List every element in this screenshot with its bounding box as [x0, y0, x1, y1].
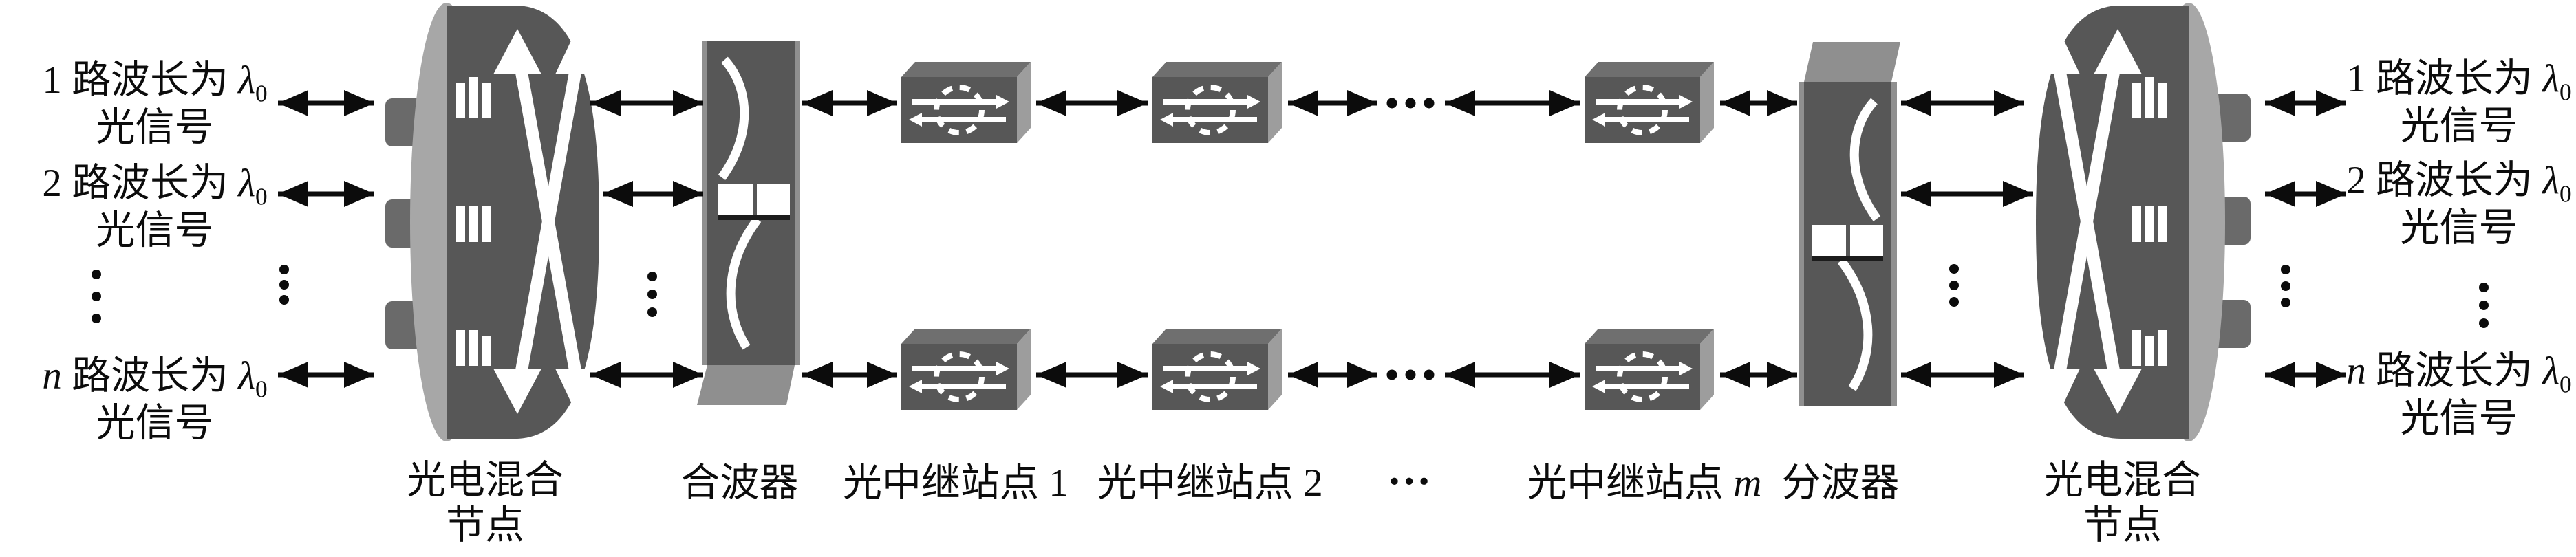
relay-station-m-bottom: [1585, 329, 1714, 410]
mux-device: [697, 41, 800, 405]
square-wave-bars-icons-right: [2132, 77, 2167, 366]
hybrid-node-left: [385, 3, 599, 441]
wave-splitter-curves-icon: [1812, 98, 1883, 391]
caption-demux: 分波器: [1781, 461, 1900, 505]
wave-combiner-curves-icon: [718, 56, 790, 350]
ellipsis-dots-chain: [1386, 98, 1435, 380]
relay-station-2-bottom: [1152, 329, 1282, 410]
hybrid-node-right: [2036, 3, 2251, 441]
channel-label-left-2: 2 路波长为 λ0 光信号: [42, 162, 268, 252]
caption-relay-m: 光中继站点 m: [1527, 461, 1762, 505]
square-wave-bars-icons-left: [456, 77, 491, 366]
relay-station-1-bottom: [901, 329, 1031, 410]
crossbar-switch-x-icon: [2037, 29, 2142, 414]
link-arrows: [278, 90, 2346, 388]
ellipsis-dots-vertical: [92, 264, 2489, 328]
relay-station-2-top: [1152, 62, 1282, 143]
caption-mux: 合波器: [680, 461, 799, 505]
channel-label-right-2: 2 路波长为 λ0 光信号: [2346, 159, 2572, 250]
relay-station-1-top: [901, 62, 1031, 143]
demux-device: [1799, 42, 1900, 406]
relay-station-m-top: [1585, 62, 1714, 143]
crossbar-switch-x-icon: [493, 29, 598, 414]
channel-label-left-1: 1 路波长为 λ0 光信号: [42, 58, 268, 149]
caption-chain-ellipsis: …: [1387, 445, 1434, 494]
caption-hybrid-node-right: 光电混合 节点: [2044, 459, 2201, 547]
channel-label-right-1: 1 路波长为 λ0 光信号: [2346, 57, 2572, 148]
caption-relay-1: 光中继站点 1: [843, 461, 1069, 505]
caption-relay-2: 光中继站点 2: [1097, 461, 1323, 505]
channel-label-right-n: n 路波长为 λ0 光信号: [2346, 349, 2572, 440]
caption-hybrid-node-left: 光电混合 节点: [407, 459, 564, 547]
channel-label-left-n: n 路波长为 λ0 光信号: [42, 354, 268, 445]
